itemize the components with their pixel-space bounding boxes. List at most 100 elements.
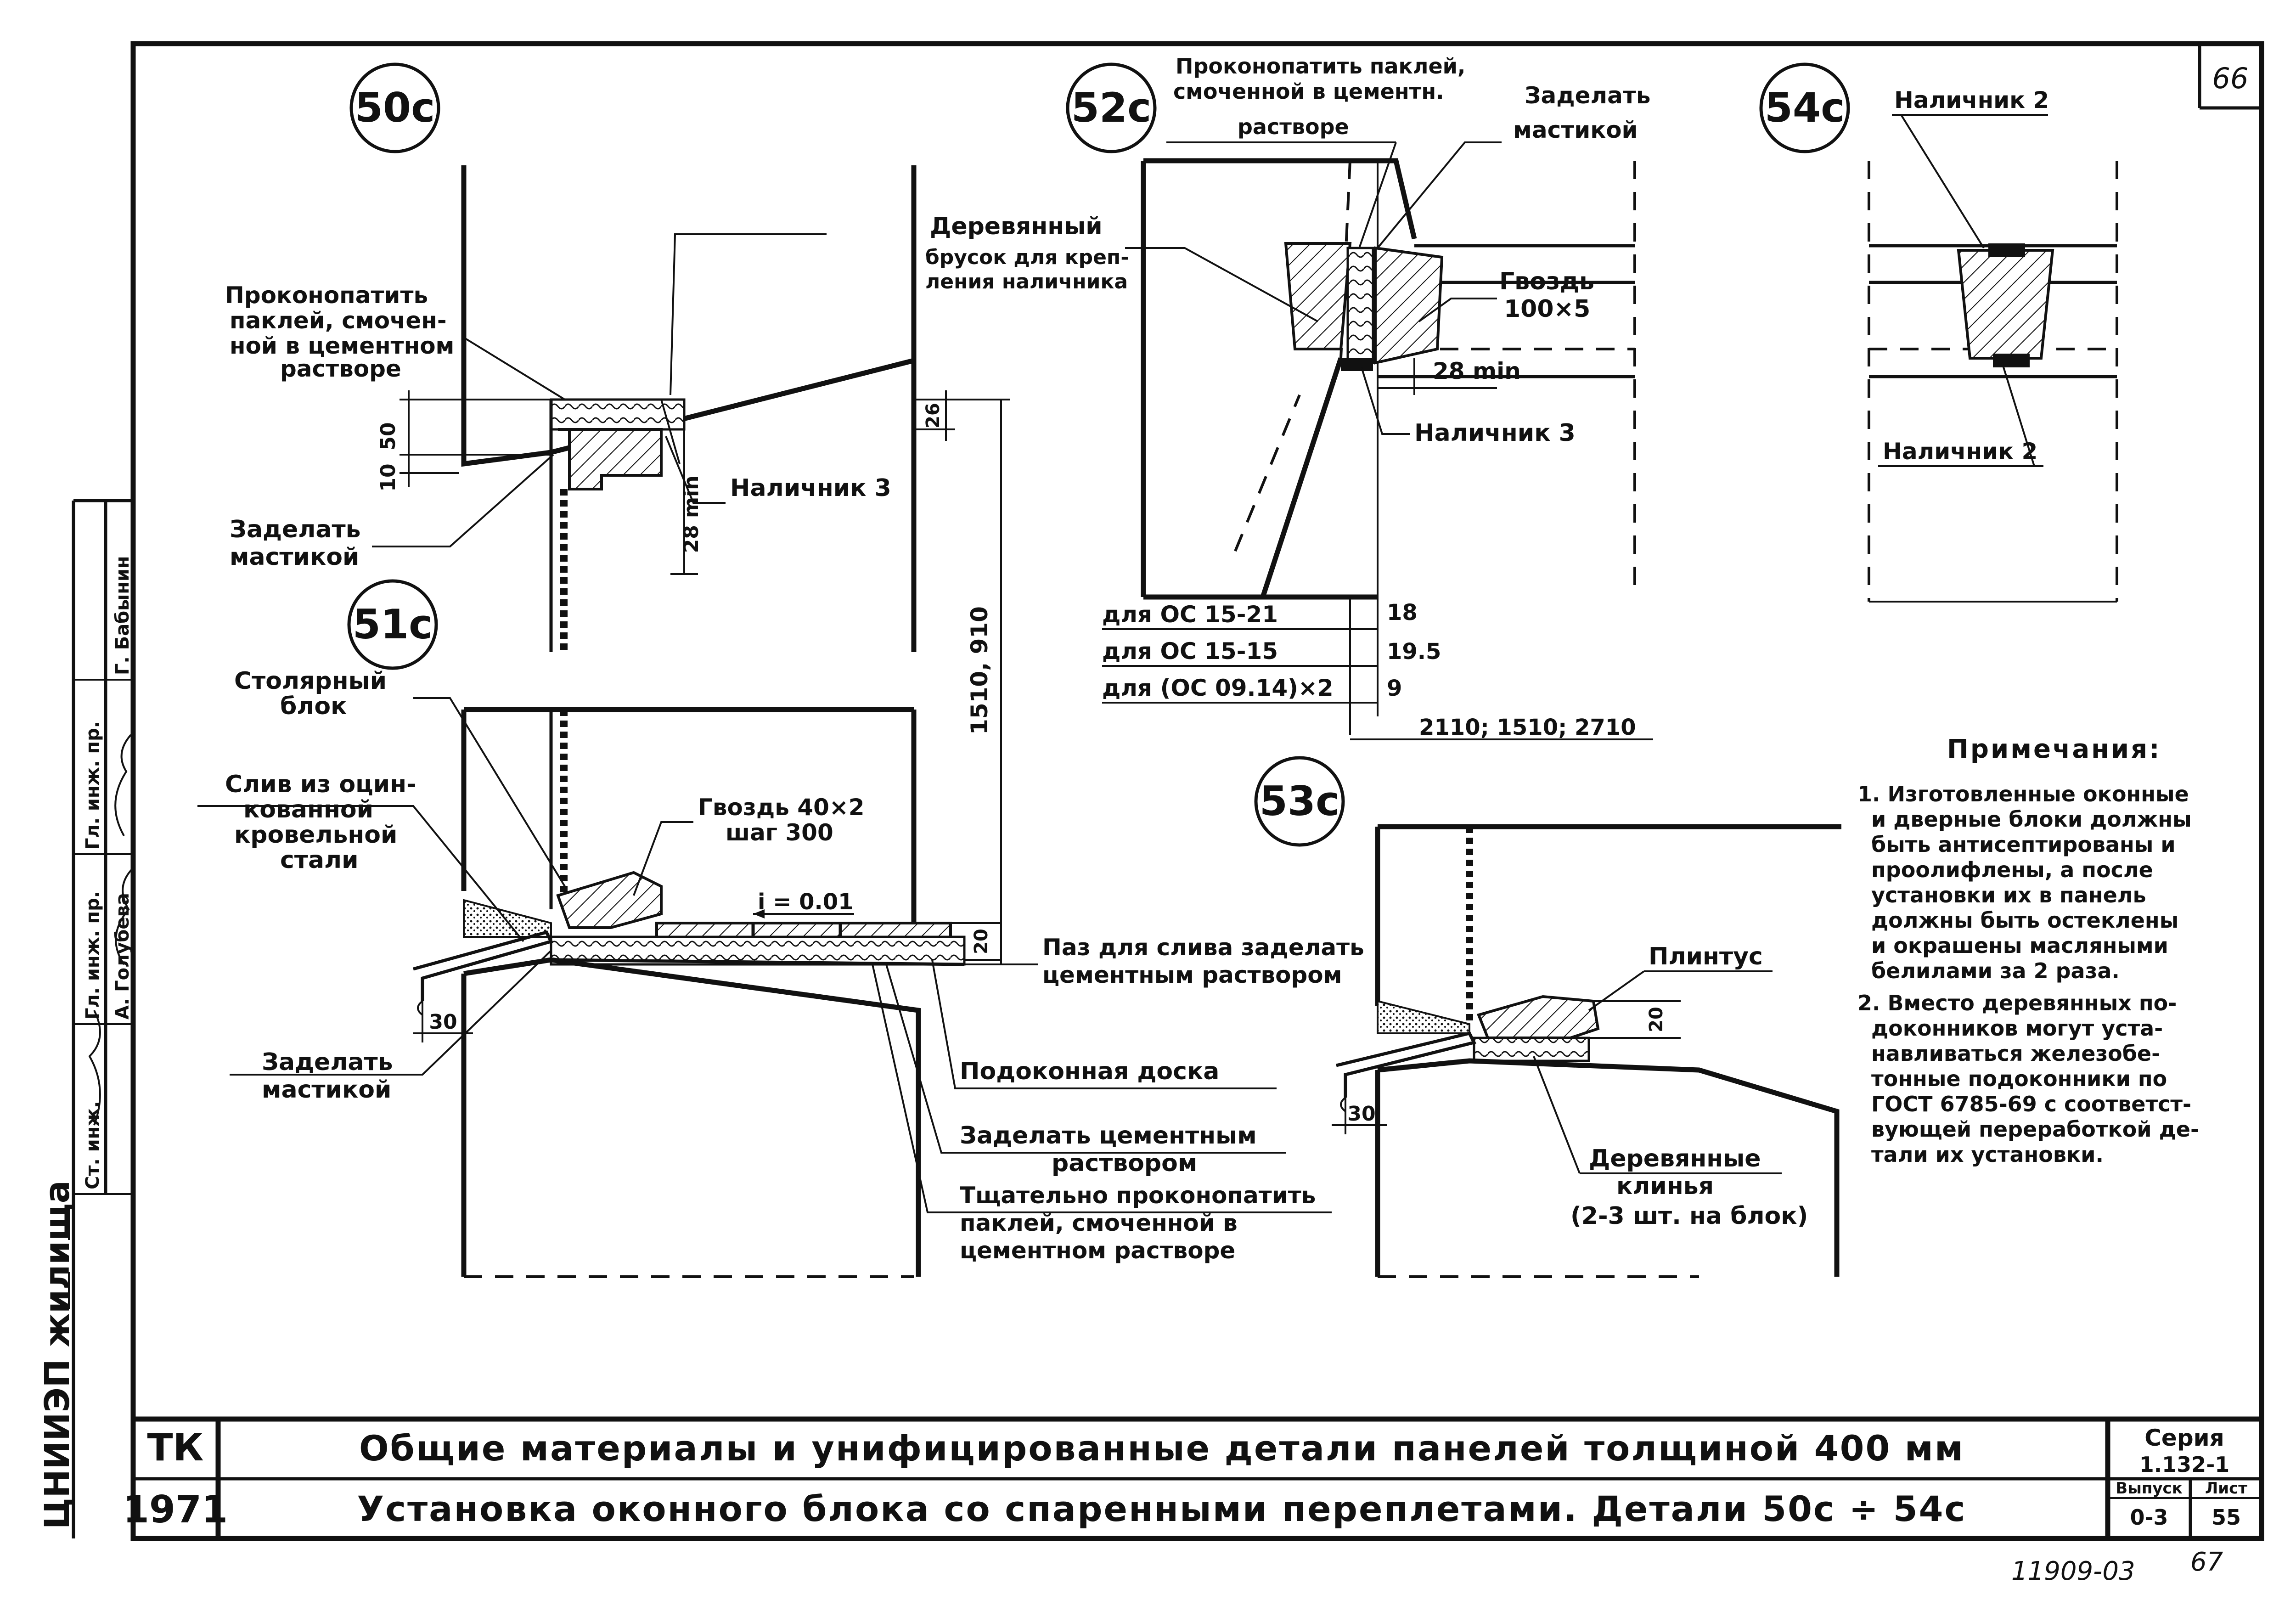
- d50-caulk-3: ной в цементном: [230, 332, 454, 359]
- d53-dim-20: 20: [1646, 1007, 1667, 1032]
- d50-batten-leader: [670, 233, 827, 395]
- note-2-line-4: тонные подоконники по: [1871, 1066, 2167, 1091]
- sheet-number-top: 66: [2212, 62, 2249, 95]
- notes: Примечания: 1. Изготовленные оконные и д…: [1857, 734, 2199, 1167]
- d52-row2-value: 19.5: [1387, 639, 1441, 665]
- d52-batten-2: брусок для креп-: [925, 246, 1129, 269]
- note-1-line-2: и дверные блоки должны: [1871, 807, 2192, 832]
- d51-mastic-2: мастикой: [262, 1076, 391, 1104]
- d52-caulk-3: растворе: [1238, 114, 1349, 139]
- detail-marker-54c: [1759, 62, 1850, 153]
- d51-caulk-1: Тщательно проконопатить: [960, 1182, 1316, 1209]
- d50-mastic-1: Заделать: [230, 516, 361, 543]
- d51-caulk-3: цементном растворе: [960, 1237, 1235, 1264]
- note-2-line-2: доконников могут уста-: [1871, 1016, 2163, 1041]
- d52-nail-1: Гвоздь: [1499, 268, 1594, 295]
- d51-sill-board: Подоконная доска: [960, 1058, 1219, 1085]
- sheet-label: Лист: [2205, 1479, 2247, 1498]
- d51-cement-2: раствором: [1052, 1149, 1197, 1177]
- note-1-line-5: установки их в панель: [1871, 883, 2146, 907]
- detail-id-51c: 51с: [353, 601, 433, 648]
- stamp-role-2: Гл. инж. пр.: [82, 891, 103, 1020]
- d51-drip-4: стали: [280, 846, 359, 874]
- d54-casing-top: Наличник 2: [1894, 87, 2049, 113]
- d52-row1-label: для ОС 15-21: [1102, 601, 1278, 628]
- year-label: 1971: [123, 1488, 228, 1532]
- sheet-number-bottom: 67: [2190, 1547, 2223, 1577]
- d50-dim-10: 10: [377, 463, 400, 491]
- note-1-line-4: проолифлены, а после: [1871, 857, 2153, 882]
- note-1-line-1: 1. Изготовленные оконные: [1857, 782, 2189, 806]
- issue-value: 0-3: [2130, 1505, 2168, 1530]
- sheet-value: 55: [2212, 1505, 2241, 1530]
- svg-text:Проконопатить паклей,смоченной: Проконопатить паклей,смоченной в цементн…: [1173, 54, 1465, 139]
- d51-mastic-1: Заделать: [262, 1048, 393, 1076]
- stamp-org: ЦНИИЭП жилища: [38, 1180, 77, 1529]
- detail-id-50c: 50с: [355, 84, 435, 131]
- d50-caulk-1: Проконопатить: [225, 282, 428, 309]
- d53-wedges-3: (2-3 шт. на блок): [1570, 1202, 1808, 1230]
- d51-joinery-2: блок: [280, 693, 347, 720]
- d50-caulk-4: растворе: [280, 355, 401, 382]
- signature-1: [88, 1010, 101, 1126]
- d51-dim-30: 30: [429, 1010, 457, 1034]
- d51-slope: i = 0.01: [758, 889, 854, 915]
- d51-nail-1: Гвоздь 40×2: [698, 794, 865, 821]
- archive-code: 11909-03: [2011, 1556, 2135, 1586]
- d52-row3-value: 9: [1387, 676, 1402, 701]
- detail-54c: 54с Наличник 2 Наличник 2: [1759, 62, 2118, 603]
- d51-caulk-2: паклей, смоченной в: [960, 1210, 1238, 1236]
- d50-mastic-2: мастикой: [230, 543, 359, 571]
- d52-dim-bottom: 2110; 1510; 2710: [1419, 715, 1636, 740]
- d52-caulk-2: смоченной в цементн.: [1173, 79, 1444, 104]
- title-block: ТК 1971 Общие материалы и унифицированны…: [123, 1416, 2262, 1538]
- note-2-line-6: вующей переработкой де-: [1871, 1117, 2199, 1142]
- d52-casing: Наличник 3: [1414, 419, 1576, 447]
- d50-dim-height: 1510, 910: [966, 606, 993, 735]
- signature-3: [114, 734, 132, 836]
- signature-2: [115, 867, 134, 965]
- note-1-line-7: и окрашены масляными: [1871, 933, 2168, 958]
- d52-batten-3: ления наличника: [925, 270, 1128, 293]
- d52-batten-1: Деревянный: [930, 213, 1103, 240]
- d52-nail-2: 100×5: [1504, 295, 1590, 323]
- d50-dim-50: 50: [377, 422, 400, 450]
- detail-marker-51c: [347, 579, 438, 670]
- note-1-line-8: белилами за 2 раза.: [1871, 958, 2120, 983]
- d50-dim-28min: 28 min: [680, 476, 703, 553]
- detail-52c: 52с Проконопатить паклей,смоченной в цем…: [925, 54, 1653, 740]
- series-label: Серия: [2144, 1425, 2224, 1451]
- note-1-line-3: быть антисептированы и: [1871, 832, 2176, 857]
- stamp-role-3: Гл. инж. пр.: [82, 721, 103, 850]
- note-2-line-1: 2. Вместо деревянных по-: [1857, 991, 2177, 1015]
- d50-dim-26: 26: [923, 403, 944, 428]
- detail-id-52c: 52с: [1071, 84, 1152, 131]
- d52-row1-value: 18: [1387, 600, 1418, 625]
- d50-casing: Наличник 3: [730, 474, 891, 502]
- series-value: 1.132-1: [2139, 1452, 2230, 1477]
- d52-caulk-1: Проконопатить паклей,: [1176, 54, 1465, 79]
- stamp-name-3: Г. Бабынин: [112, 556, 133, 676]
- d52-mastic-1: Заделать: [1525, 82, 1651, 109]
- d51-drip-3: кровельной: [234, 821, 397, 849]
- detail-id-53c: 53с: [1260, 777, 1340, 825]
- d51-cement-1: Заделать цементным: [960, 1122, 1257, 1149]
- d53-plinth: Плинтус: [1649, 943, 1763, 970]
- d51-groove-2: цементным раствором: [1042, 962, 1342, 988]
- note-2-line-5: ГОСТ 6785-69 с соответст-: [1871, 1092, 2191, 1116]
- detail-marker-52c: [1066, 62, 1157, 153]
- d53-dim-30: 30: [1347, 1102, 1375, 1126]
